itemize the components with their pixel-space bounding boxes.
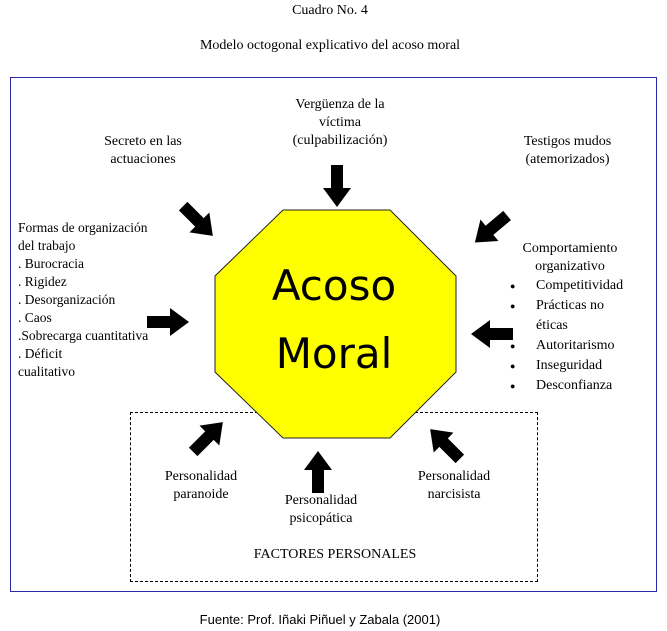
factor-silent-witnesses-line1: Testigos mudos xyxy=(523,134,612,149)
factor-work-organization: Formas de organización del trabajo . Bur… xyxy=(18,219,148,381)
figure-number: Cuadro No. 4 xyxy=(292,3,368,18)
arrow-top-left xyxy=(173,196,223,246)
factor-paranoid-personality-line1: Personalidad xyxy=(164,469,238,484)
arrow-right xyxy=(471,320,513,348)
center-label-line1: Acoso xyxy=(272,261,396,310)
arrow-left xyxy=(147,308,189,336)
factor-victim-shame-line3: (culpabilización) xyxy=(292,133,388,148)
factor-secrecy-line2: actuaciones xyxy=(110,152,176,167)
bullet-item: Inseguridad xyxy=(510,356,623,376)
factor-psychopathic-personality-line2: psicopática xyxy=(289,511,353,526)
factor-narcissistic-personality: Personalidad narcisista xyxy=(399,468,509,504)
factor-psychopathic-personality: Personalidad psicopática xyxy=(266,492,376,528)
arrow-bottom-left xyxy=(183,412,233,462)
center-label-line2: Moral xyxy=(276,329,393,378)
factor-victim-shame-line1: Vergüenza de la xyxy=(295,97,385,112)
factor-organizational-behavior-list: Competitividad Prácticas no éticas Autor… xyxy=(510,276,623,396)
figure-title: Modelo octogonal explicativo del acoso m… xyxy=(199,38,461,53)
factor-narcissistic-personality-line1: Personalidad xyxy=(417,469,491,484)
factor-victim-shame-line2: víctima xyxy=(319,115,361,130)
factor-work-organization-item: . Rigidez xyxy=(18,274,67,289)
bullet-item: Desconfianza xyxy=(510,376,623,396)
factor-organizational-behavior-title2: organizativo xyxy=(535,259,605,274)
diagram-frame xyxy=(10,77,657,592)
factor-organizational-behavior-title: Comportamiento organizativo xyxy=(505,240,635,276)
source-caption: Fuente: Prof. Iñaki Piñuel y Zabala (200… xyxy=(199,612,441,627)
factor-work-organization-item: . Déficit xyxy=(18,346,63,361)
bullet-item: Competitividad xyxy=(510,276,623,296)
factor-psychopathic-personality-line1: Personalidad xyxy=(284,493,358,508)
factor-work-organization-title1: Formas de organización xyxy=(18,220,148,235)
factor-work-organization-title2: del trabajo xyxy=(18,238,76,253)
bullet-item: Prácticas no xyxy=(510,296,623,316)
factor-silent-witnesses-line2: (atemorizados) xyxy=(525,152,610,167)
factor-narcissistic-personality-line2: narcisista xyxy=(427,487,481,502)
factor-work-organization-item: .Sobrecarga cuantitativa xyxy=(18,328,149,343)
factor-work-organization-item: . Caos xyxy=(18,310,52,325)
factor-secrecy: Secreto en las actuaciones xyxy=(78,133,208,169)
arrow-top xyxy=(323,165,351,207)
factor-work-organization-item: cualitativo xyxy=(18,364,75,379)
octagon xyxy=(214,209,457,439)
factor-paranoid-personality: Personalidad paranoide xyxy=(146,468,256,504)
factor-silent-witnesses: Testigos mudos (atemorizados) xyxy=(500,133,635,169)
personal-factors-label: FACTORES PERSONALES xyxy=(253,547,417,562)
arrow-bottom xyxy=(304,451,332,493)
factor-work-organization-item: . Burocracia xyxy=(18,256,84,271)
factor-victim-shame: Vergüenza de la víctima (culpabilización… xyxy=(270,96,410,150)
bullet-item-continuation: éticas xyxy=(536,318,568,333)
factor-secrecy-line1: Secreto en las xyxy=(104,134,182,149)
bullet-item: Autoritarismo xyxy=(510,336,623,356)
factor-work-organization-item: . Desorganización xyxy=(18,292,116,307)
factor-organizational-behavior-title1: Comportamiento xyxy=(522,241,618,256)
arrow-bottom-right xyxy=(420,419,470,469)
factor-paranoid-personality-line2: paranoide xyxy=(173,487,229,502)
